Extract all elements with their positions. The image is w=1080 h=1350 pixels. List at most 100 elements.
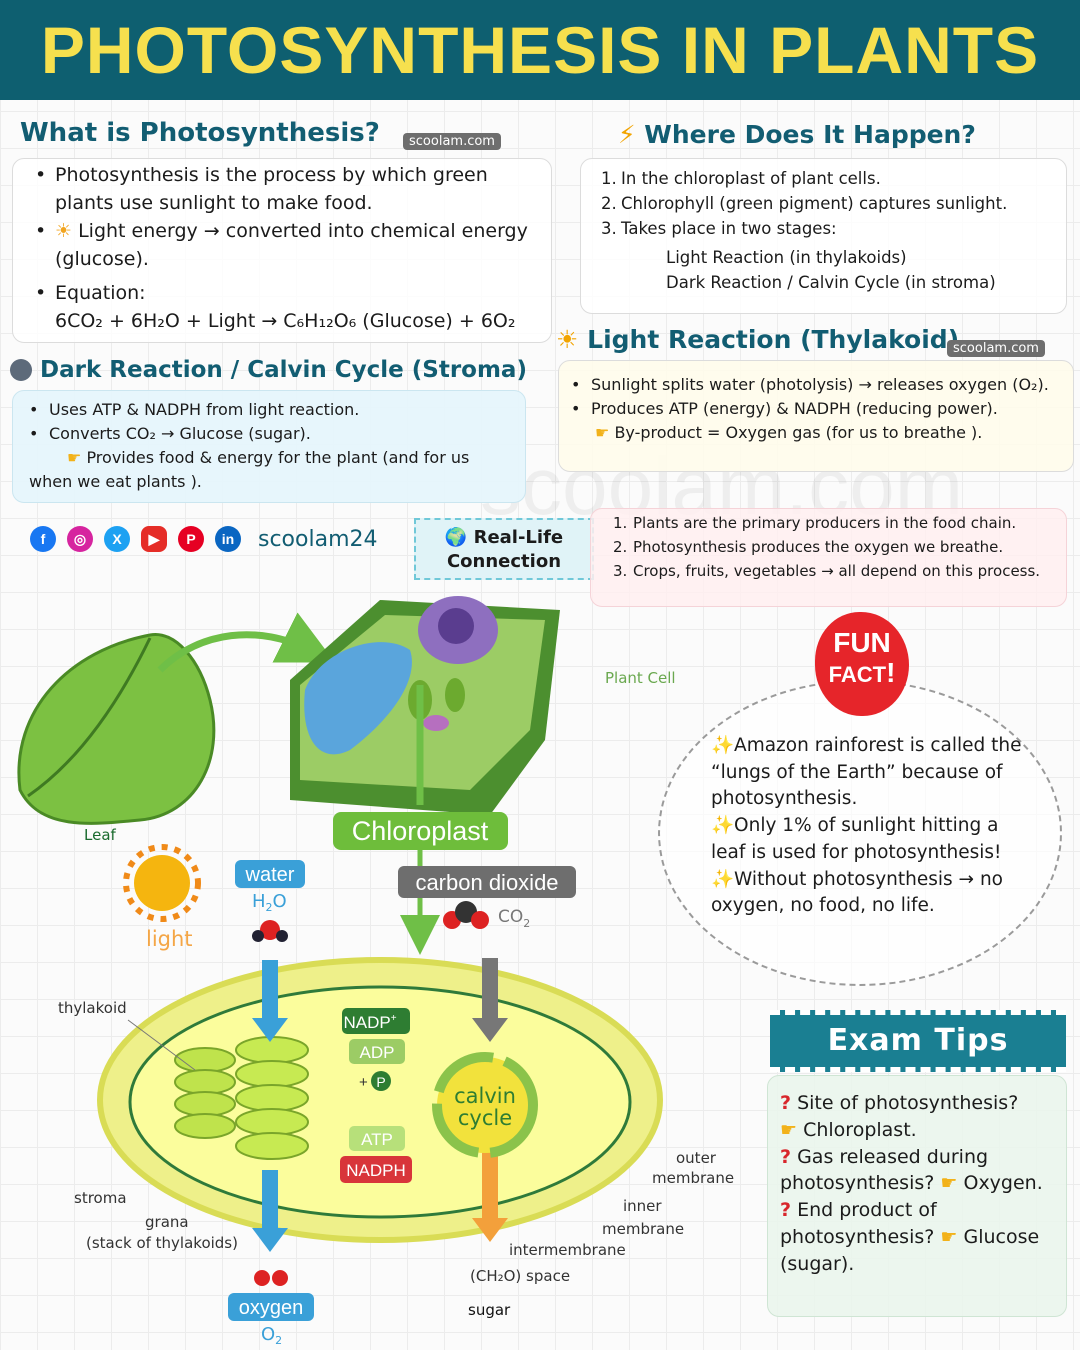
sugar-label: sugar — [468, 1301, 511, 1319]
pointing-hand-icon: ☛ — [595, 423, 610, 442]
question-icon: ? — [780, 1092, 792, 1114]
what-box: Photosynthesis is the process by which g… — [12, 158, 552, 343]
phosphate-label: P — [376, 1074, 385, 1090]
fun-fact-bubble — [658, 680, 1062, 986]
h2o-label: H2O — [252, 891, 287, 914]
sparkle-icon: ✨ — [711, 815, 735, 837]
co2-molecule-icon — [443, 901, 489, 929]
leaf-icon — [17, 632, 216, 825]
nadp-pill — [342, 1008, 410, 1034]
grana-sub-label: (stack of thylakoids) — [86, 1234, 238, 1252]
what-item-3: Equation: — [27, 279, 537, 307]
where-box: 1.In the chloroplast of plant cells. 2.C… — [580, 158, 1067, 314]
oxygen-pill — [228, 1293, 314, 1321]
calvin-cycle-icon — [432, 1052, 538, 1158]
equation: 6CO₂ + 6H₂O + Light → C₆H₁₂O₆ (Glucose) … — [55, 310, 516, 332]
where-sub-1: Light Reaction (in thylakoids) — [666, 248, 907, 267]
watermark-tag: scoolam.com — [403, 133, 501, 150]
real-life-label: 🌍 Real-Life Connection — [414, 518, 594, 580]
exam-qa-2: ? Gas released during photosynthesis? ☛ … — [780, 1145, 1043, 1195]
social-bar: f ◎ X ▶ P in scoolam24 — [30, 526, 378, 552]
carbon-dioxide-pill — [398, 866, 576, 898]
sun-icon: ☀ — [556, 325, 579, 354]
outer-label-2: membrane — [652, 1169, 734, 1187]
water-pill — [235, 860, 305, 888]
light-item-1: Sunlight splits water (photolysis) → rel… — [563, 373, 1067, 397]
intermembrane-label: intermembrane — [509, 1241, 626, 1259]
pinterest-icon[interactable]: P — [178, 526, 204, 552]
exam-box: ? Site of photosynthesis?☛ Chloroplast. … — [767, 1075, 1067, 1317]
lightning-icon: ⚡ — [618, 120, 636, 149]
chloroplast-label: Chloroplast — [352, 816, 489, 846]
fact-3: ✨Without photosynthesis → no oxygen, no … — [711, 868, 1003, 917]
what-heading: What is Photosynthesis? — [20, 118, 380, 148]
photosynthesis-diagram: Leaf Plant Cell Chloroplast carbon dioxi… — [17, 596, 734, 1347]
water-label: water — [245, 864, 295, 886]
fact-1: ✨Amazon rainforest is called the “lungs … — [711, 735, 1022, 810]
water-molecule-icon — [252, 920, 288, 942]
exam-heading: Exam Tips — [770, 1010, 1066, 1072]
nadph-label: NADPH — [346, 1161, 406, 1180]
pointing-hand-icon: ☛ — [780, 1118, 798, 1141]
facebook-icon[interactable]: f — [30, 526, 56, 552]
provides-text: ☛ Provides food & energy for the plant (… — [29, 448, 470, 491]
calvin-label-1: calvin — [454, 1084, 516, 1108]
watermark-tag: scoolam.com — [947, 340, 1045, 357]
plant-cell-label: Plant Cell — [605, 669, 676, 687]
real-life-item-1: 1.Plants are the primary producers in th… — [613, 514, 1017, 532]
linkedin-icon[interactable]: in — [215, 526, 241, 552]
dark-heading: Dark Reaction / Calvin Cycle (Stroma) — [10, 357, 527, 383]
youtube-icon[interactable]: ▶ — [141, 526, 167, 552]
exam-qa-1: ? Site of photosynthesis?☛ Chloroplast. — [780, 1092, 1019, 1141]
co2-label: CO2 — [498, 907, 530, 930]
thylakoid-label: thylakoid — [58, 999, 127, 1017]
instagram-icon[interactable]: ◎ — [67, 526, 93, 552]
light-label: light — [146, 927, 193, 951]
nadp-label: NADP+ — [343, 1013, 396, 1032]
globe-icon: 🌍 — [444, 527, 468, 548]
real-life-box: 1.Plants are the primary producers in th… — [590, 508, 1067, 607]
fact-2: ✨Only 1% of sunlight hitting a leaf is u… — [711, 815, 1002, 863]
sparkle-icon: ✨ — [711, 735, 735, 756]
social-handle[interactable]: scoolam24 — [258, 526, 378, 552]
outer-label-1: outer — [676, 1149, 717, 1167]
space-label: (CH₂O) space — [470, 1267, 570, 1285]
byproduct: ☛ By-product = Oxygen gas (for us to bre… — [595, 423, 983, 442]
inner-label-1: inner — [623, 1197, 662, 1215]
plant-cell-icon — [290, 596, 560, 815]
sun-icon — [123, 844, 201, 922]
atp-label: ATP — [361, 1130, 393, 1149]
grana-icon — [174, 1036, 309, 1160]
oxygen-label: oxygen — [239, 1297, 304, 1319]
atp-pill — [349, 1126, 405, 1151]
where-sub-2: Dark Reaction / Calvin Cycle (in stroma) — [666, 273, 996, 292]
question-icon: ? — [780, 1145, 792, 1168]
what-item-2: ☀ Light energy → converted into chemical… — [27, 217, 537, 273]
pointing-hand-icon: ☛ — [940, 1225, 958, 1248]
sun-icon: ☀ — [55, 220, 73, 242]
fun-fact-text: ✨Amazon rainforest is called the “lungs … — [711, 733, 1029, 920]
pointing-hand-icon: ☛ — [67, 448, 82, 467]
nadph-pill — [340, 1156, 412, 1183]
real-life-item-3: 3.Crops, fruits, vegetables → all depend… — [613, 562, 1041, 580]
light-heading: ☀ Light Reaction (Thylakoid) — [556, 325, 960, 354]
dark-item-2: Converts CO₂ → Glucose (sugar). — [21, 422, 515, 446]
title-banner: PHOTOSYNTHESIS IN PLANTS — [0, 0, 1080, 100]
where-item-1: 1.In the chloroplast of plant cells. — [601, 169, 881, 188]
oxygen-molecule-icon — [254, 1270, 288, 1286]
dark-box: Uses ATP & NADPH from light reaction. Co… — [12, 390, 526, 503]
what-item-1: Photosynthesis is the process by which g… — [27, 161, 537, 217]
plus-label: + — [359, 1074, 368, 1091]
carbon-dioxide-label: carbon dioxide — [415, 870, 558, 895]
o2-label: O2 — [261, 1324, 282, 1347]
chloroplast-pill — [333, 812, 508, 850]
light-item-2: Produces ATP (energy) & NADPH (reducing … — [563, 397, 1067, 421]
where-item-2: 2.Chlorophyll (green pigment) captures s… — [601, 194, 1008, 213]
x-icon[interactable]: X — [104, 526, 130, 552]
stroma-label: stroma — [74, 1189, 127, 1207]
adp-pill — [349, 1039, 405, 1064]
real-life-item-2: 2.Photosynthesis produces the oxygen we … — [613, 538, 1004, 556]
inner-label-2: membrane — [602, 1220, 684, 1238]
leaf-label: Leaf — [84, 826, 117, 844]
moon-icon — [10, 359, 32, 381]
